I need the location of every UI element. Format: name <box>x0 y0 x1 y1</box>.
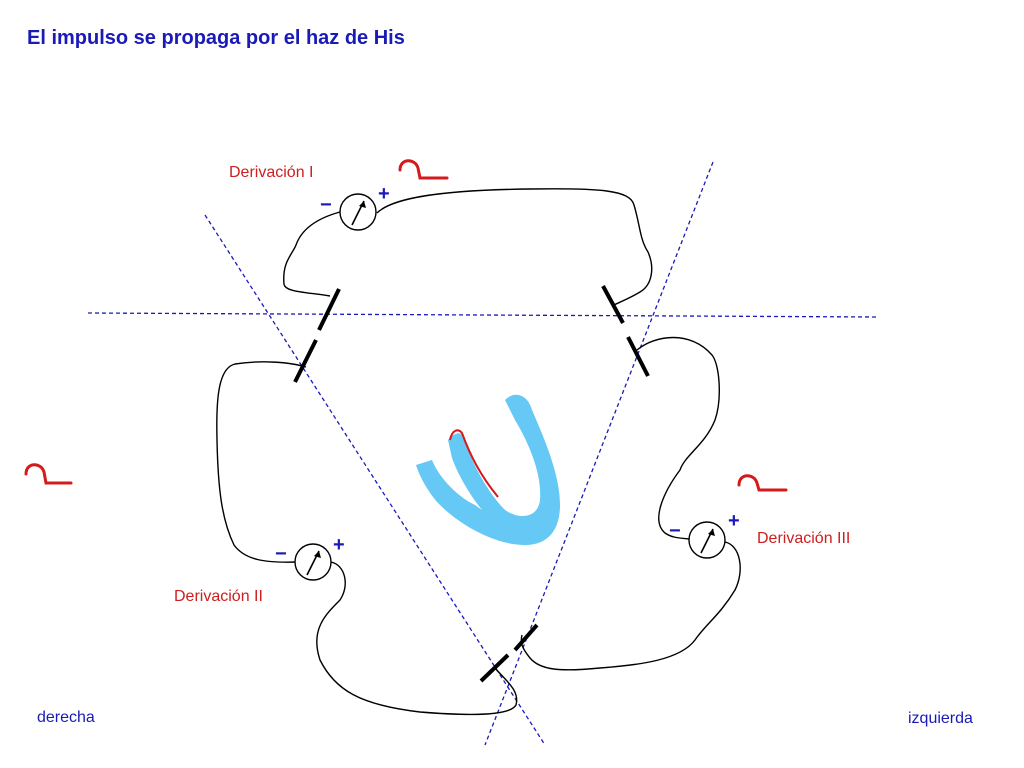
electrode-segments <box>293 285 650 683</box>
lead-wires <box>216 188 741 716</box>
plus-sign-lead-2: + <box>333 534 345 556</box>
lead-2-label: Derivación II <box>174 588 263 605</box>
electrode-segment <box>317 288 341 331</box>
wire-lead-3-top <box>636 336 720 540</box>
his-bundle-illustration <box>416 394 560 545</box>
galvanometer-lead-1 <box>339 193 377 231</box>
plus-sign-lead-1: + <box>378 183 390 205</box>
minus-sign-lead-1: − <box>320 194 332 216</box>
galvanometer-lead-3 <box>688 521 726 559</box>
lead-axes <box>87 161 879 746</box>
ecg-waves <box>24 159 788 492</box>
minus-sign-lead-2: − <box>275 543 287 565</box>
ecg-wave-lead-3 <box>737 474 788 492</box>
electrode-segment <box>601 285 625 324</box>
wire-lead-1-left <box>283 211 341 297</box>
plus-sign-lead-3: + <box>728 510 740 532</box>
ecg-wave-lead-1 <box>398 159 449 180</box>
axis-lead-3 <box>484 161 714 746</box>
lead-1-label: Derivación I <box>229 164 314 181</box>
wire-lead-3-bottom <box>520 541 741 671</box>
galvanometer-lead-2 <box>294 543 332 581</box>
electrode-segment <box>626 336 650 377</box>
electrode-segment <box>293 339 318 383</box>
electrode-segment <box>513 623 539 652</box>
minus-sign-lead-3: − <box>669 520 681 542</box>
lead-3-label: Derivación III <box>757 530 851 547</box>
wire-lead-2-bottom <box>316 561 518 716</box>
axis-lead-2 <box>204 214 546 746</box>
wire-lead-2-top <box>216 361 307 563</box>
side-label-left: izquierda <box>908 710 973 727</box>
wire-lead-1-right <box>376 188 653 306</box>
axis-lead-1 <box>87 312 879 318</box>
heart-ventricle-shape <box>416 394 560 545</box>
page-title: El impulso se propaga por el haz de His <box>27 27 405 49</box>
ecg-wave-lead-2 <box>24 463 73 485</box>
side-label-right: derecha <box>37 709 95 726</box>
electrode-segment <box>479 653 510 683</box>
conduction-path <box>449 429 499 498</box>
